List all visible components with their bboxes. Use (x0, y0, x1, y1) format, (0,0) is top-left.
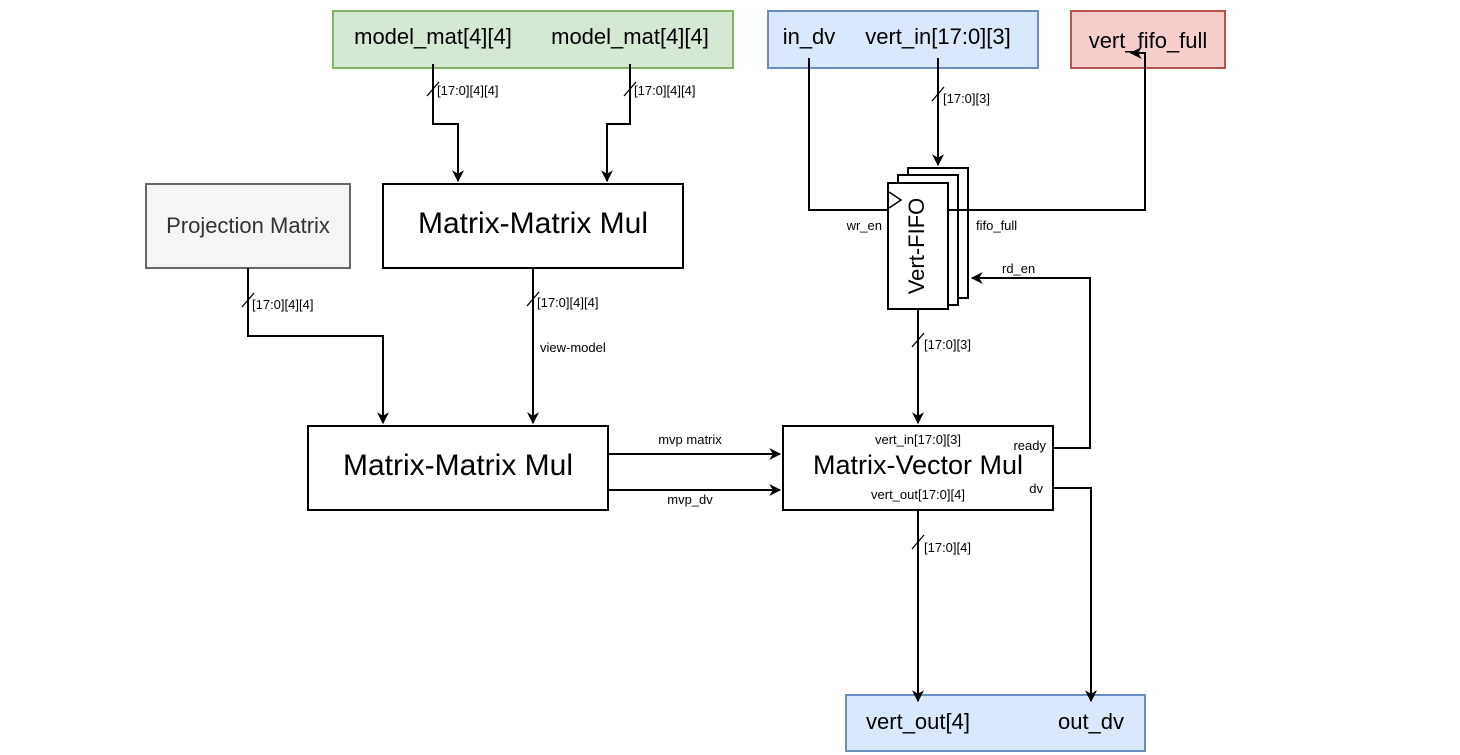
projection-matrix-label: Projection Matrix (166, 213, 330, 238)
vert-fifo-stack: Vert-FIFO (887, 167, 969, 310)
mvm-vert-in-port: vert_in[17:0][3] (875, 432, 961, 447)
wire-projection (247, 268, 389, 425)
matrix-vector-mul-label: Matrix-Vector Mul (813, 450, 1023, 480)
bus-tick-projection (241, 292, 255, 308)
rd-en-label: rd_en (1002, 261, 1035, 276)
in-dv-label: in_dv (783, 24, 836, 49)
out-dv-label: out_dv (1058, 709, 1124, 734)
bus-width-fifo-out: [17:0][3] (924, 337, 971, 352)
bus-tick-vert-in (931, 86, 945, 102)
bus-width-view-model: [17:0][4][4] (537, 295, 598, 310)
fifo-full-label: fifo_full (976, 218, 1017, 233)
bus-tick-fifo-out (911, 332, 925, 348)
mvp-matrix-label: mvp matrix (658, 432, 722, 447)
matrix-matrix-mul-top-label: Matrix-Matrix Mul (418, 207, 648, 240)
model-mat-b-label: model_mat[4][4] (551, 24, 709, 49)
bus-width-projection: [17:0][4][4] (252, 297, 313, 312)
wire-in-dv-wr-en (808, 58, 888, 211)
view-model-label: view-model (540, 340, 606, 355)
bus-width-vert-in: [17:0][3] (943, 91, 990, 106)
mvp-dv-label: mvp_dv (667, 492, 713, 507)
vert-fifo-full-label: vert_fifo_full (1089, 28, 1208, 53)
bus-width-model-a: [17:0][4][4] (437, 83, 498, 98)
output-box (845, 694, 1146, 752)
bus-width-model-b: [17:0][4][4] (634, 83, 695, 98)
bus-width-vert-out: [17:0][4] (924, 540, 971, 555)
vert-fifo-label: Vert-FIFO (904, 198, 929, 295)
model-mat-a-label: model_mat[4][4] (354, 24, 512, 49)
vert-out-label: vert_out[4] (866, 709, 970, 734)
bus-tick-model-a (426, 81, 440, 97)
mvm-vert-out-port: vert_out[17:0][4] (871, 487, 965, 502)
mvm-ready-port: ready (1013, 438, 1046, 453)
projection-matrix-box (145, 183, 351, 269)
wire-out-dv (1053, 487, 1097, 703)
mvm-dv-port: dv (1029, 481, 1043, 496)
bus-tick-vert-out (911, 534, 925, 550)
bus-tick-view-model (526, 291, 540, 307)
vert-fifo-full-box (1070, 10, 1226, 69)
model-mat-input-box (332, 10, 734, 69)
bus-tick-model-b (623, 81, 637, 97)
vert-in-label: vert_in[17:0][3] (865, 24, 1011, 49)
matrix-matrix-mul-bottom-label: Matrix-Matrix Mul (343, 449, 573, 482)
matrix-vector-mul-box (782, 425, 1054, 511)
wr-en-label: wr_en (846, 218, 882, 233)
wire-model-mat-b (601, 64, 631, 183)
wire-fifo-full (948, 47, 1146, 211)
wire-model-mat-a (432, 64, 464, 183)
matrix-matrix-mul-bottom-box (307, 425, 609, 511)
vert-fifo-clock-icon (888, 191, 903, 209)
wire-ready-rd-en (970, 272, 1091, 449)
vertex-input-box (767, 10, 1039, 69)
